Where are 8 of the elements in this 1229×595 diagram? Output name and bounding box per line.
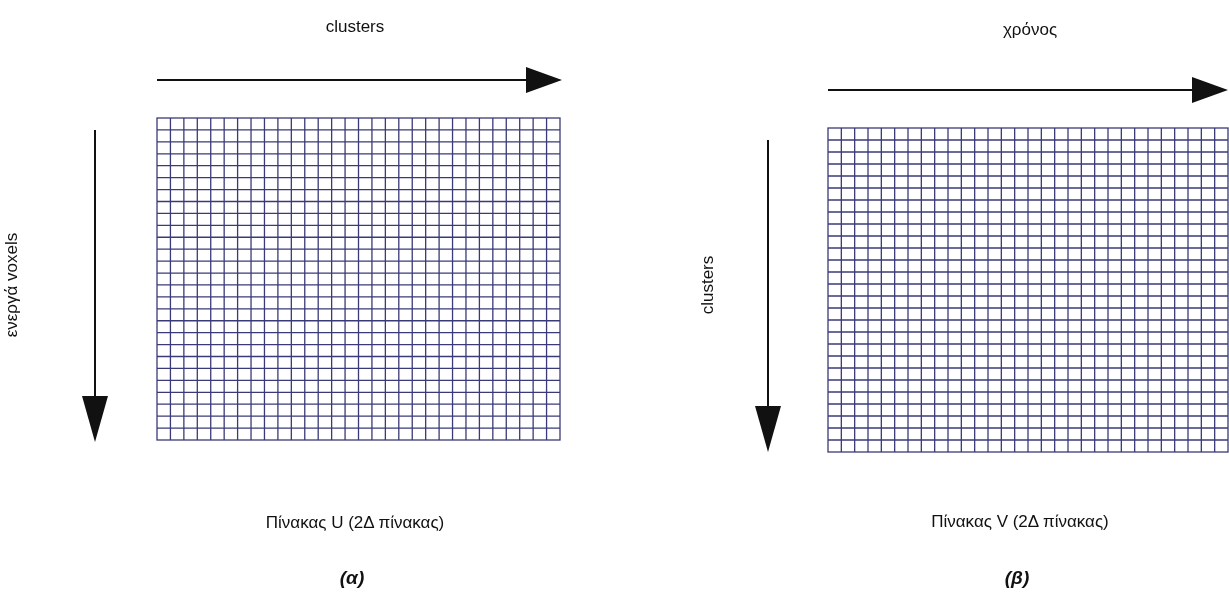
axis-label: χρόνος: [1002, 20, 1058, 40]
axis-label: ενεργά voxels: [2, 232, 22, 338]
matrix-caption: Πίνακας U (2Δ πίνακας): [265, 513, 445, 533]
matrix-caption: Πίνακας V (2Δ πίνακας): [931, 512, 1109, 532]
panel-label: (α): [339, 567, 365, 589]
axis-label: clusters: [325, 17, 385, 37]
axis-label: clusters: [698, 255, 718, 315]
panel-label: (β): [1004, 567, 1030, 589]
